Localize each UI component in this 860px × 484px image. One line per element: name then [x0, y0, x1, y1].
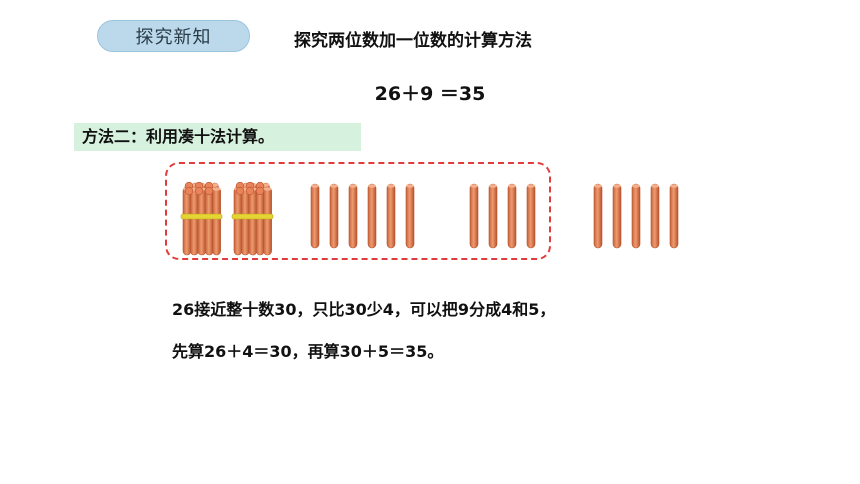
single-stick — [386, 183, 396, 249]
bundle-stick — [233, 186, 243, 256]
equation: 26＋9 ＝35 — [374, 83, 486, 105]
single-stick — [650, 183, 660, 249]
bundle-stick — [255, 186, 265, 256]
single-stick — [526, 183, 536, 249]
single-sticks-group-4 — [469, 183, 536, 249]
method-label: 方法二：利用凑十法计算。 — [74, 123, 361, 151]
bundle-stick — [248, 186, 258, 256]
rubber-band — [180, 213, 223, 220]
bundle-stick — [204, 186, 214, 256]
single-stick — [593, 183, 603, 249]
single-stick — [631, 183, 641, 249]
bundle-stick — [212, 186, 221, 256]
single-stick — [507, 183, 517, 249]
explanation-line-1: 26接近整十数30，只比30少4，可以把9分成4和5， — [172, 300, 556, 319]
bundle-stick — [190, 186, 199, 256]
single-stick — [488, 183, 498, 249]
single-stick — [405, 183, 415, 249]
bundle-stick — [241, 186, 250, 256]
grouping-box — [165, 162, 551, 260]
explanation-line-2: 先算26＋4＝30，再算30＋5＝35。 — [172, 342, 444, 361]
single-stick — [367, 183, 377, 249]
single-stick — [469, 183, 479, 249]
bundle-stick — [263, 186, 272, 256]
single-sticks-in-box — [310, 183, 415, 249]
single-stick — [310, 183, 320, 249]
single-stick — [669, 183, 679, 249]
single-stick — [612, 183, 622, 249]
bundle-stick — [197, 186, 207, 256]
single-stick — [329, 183, 339, 249]
bundle-stick — [182, 186, 192, 256]
page-title: 探究两位数加一位数的计算方法 — [294, 31, 532, 51]
single-sticks-group-5 — [593, 183, 679, 249]
single-stick — [348, 183, 358, 249]
rubber-band — [231, 213, 274, 220]
stick-bundle-of-ten — [180, 181, 223, 256]
section-badge: 探究新知 — [97, 20, 250, 52]
stick-bundle-of-ten — [231, 181, 274, 256]
